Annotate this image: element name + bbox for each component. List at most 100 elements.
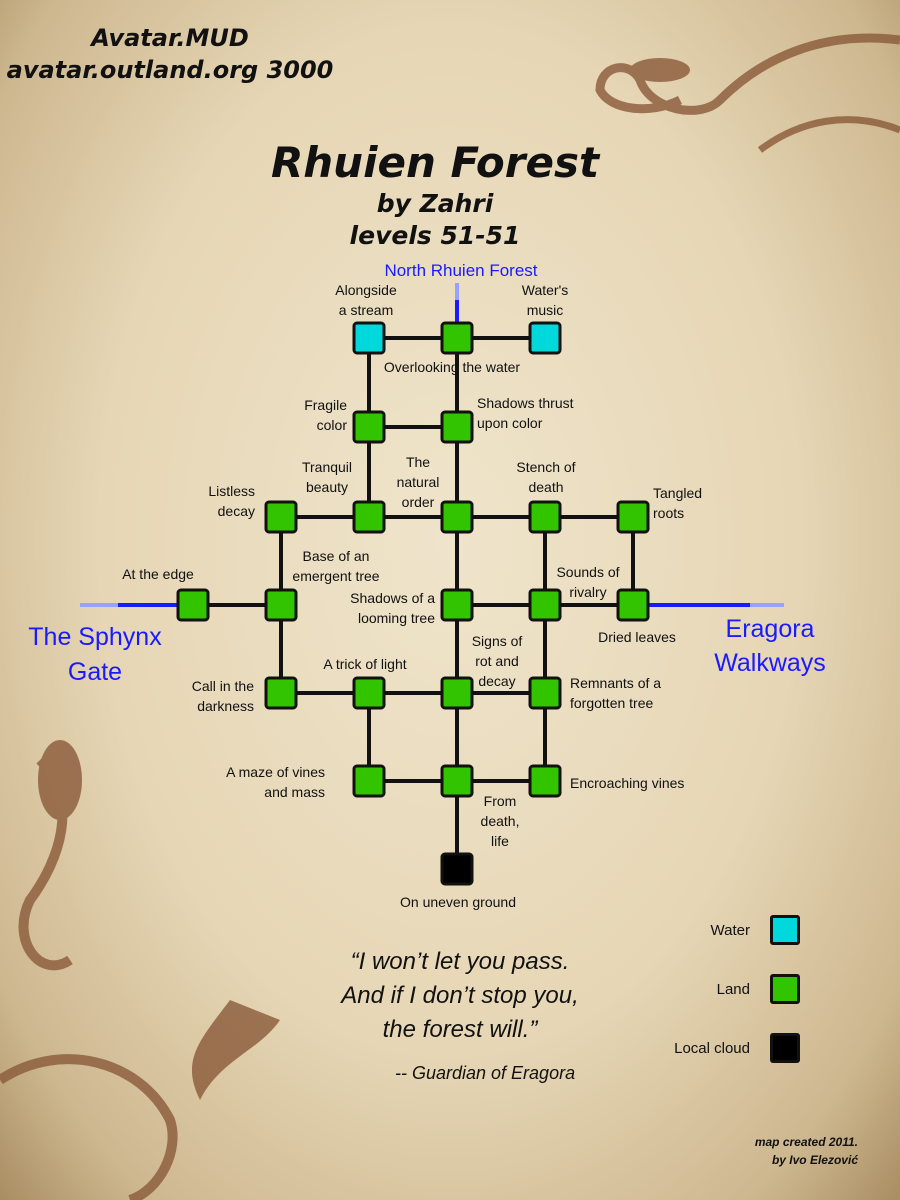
room-land-tile[interactable]: [528, 676, 562, 710]
room-land-tile[interactable]: [440, 321, 474, 355]
room-land-tile[interactable]: [440, 676, 474, 710]
quote-line: “I won’t let you pass.: [350, 948, 570, 975]
credit-line: by Ivo Elezović: [771, 1153, 858, 1167]
room[interactable]: Overlooking the water: [384, 321, 521, 375]
room-label: Dried leaves: [598, 629, 676, 645]
legend-local-cloud-swatch: [770, 1033, 800, 1063]
room[interactable]: A trick of light: [323, 656, 407, 710]
room-water-tile[interactable]: [528, 321, 562, 355]
map-title-block: Rhuien Forest by Zahri levels 51-51: [250, 138, 620, 252]
room-land-tile[interactable]: [352, 764, 386, 798]
room[interactable]: At the edge: [122, 566, 210, 622]
room-label: Encroaching vines: [570, 775, 684, 791]
room[interactable]: Encroaching vines: [528, 764, 684, 798]
room-water-tile[interactable]: [352, 321, 386, 355]
room-land-tile[interactable]: [352, 500, 386, 534]
room-land-tile[interactable]: [616, 500, 650, 534]
mud-address: avatar.outland.org 3000: [6, 56, 334, 84]
legend-land: Land: [640, 971, 800, 1007]
quote-line: And if I don’t stop you,: [341, 982, 579, 1009]
legend-land-label: Land: [716, 980, 750, 998]
legend-water-swatch: [770, 915, 800, 945]
room-land-tile[interactable]: [264, 588, 298, 622]
ornament-bottom-left: [0, 740, 280, 1200]
quote-line: the forest will.”: [382, 1016, 538, 1043]
room-land-tile[interactable]: [352, 410, 386, 444]
legend-water-label: Water: [710, 921, 750, 939]
map-credit: map created 2011. by Ivo Elezović: [755, 1133, 858, 1169]
room-label: On uneven ground: [400, 894, 516, 910]
room-land-tile[interactable]: [440, 410, 474, 444]
credit-line: map created 2011.: [754, 1135, 858, 1149]
room-label: At the edge: [122, 566, 194, 582]
exit-north-label[interactable]: North Rhuien Forest: [384, 261, 537, 280]
room-land-tile[interactable]: [528, 588, 562, 622]
room[interactable]: Dried leaves: [598, 588, 676, 645]
legend-land-swatch: [770, 974, 800, 1004]
exit-east-label-line2: Walkways: [714, 649, 826, 677]
room-land-tile[interactable]: [616, 588, 650, 622]
room-land-tile[interactable]: [528, 764, 562, 798]
quote-attribution: -- Guardian of Eragora: [395, 1063, 576, 1083]
mud-header: Avatar.MUD avatar.outland.org 3000: [0, 22, 340, 86]
room-local-cloud-tile[interactable]: [440, 852, 474, 886]
room-land-tile[interactable]: [440, 588, 474, 622]
room-land-tile[interactable]: [440, 764, 474, 798]
room-land-tile[interactable]: [264, 500, 298, 534]
quote: “I won’t let you pass. And if I don’t st…: [290, 945, 630, 1047]
ornament-top-right: [595, 33, 900, 153]
exit-west-label-line2: Gate: [68, 658, 122, 686]
room-land-tile[interactable]: [176, 588, 210, 622]
legend-local-cloud: Local cloud: [640, 1030, 800, 1066]
area-levels: levels 51-51: [349, 221, 521, 250]
area-author: by Zahri: [376, 189, 494, 218]
area-title: Rhuien Forest: [270, 138, 600, 187]
exit-east-label[interactable]: Eragora Walkways: [714, 615, 826, 677]
legend-local-cloud-label: Local cloud: [674, 1039, 750, 1057]
room-label: Overlooking the water: [384, 359, 521, 375]
room-label: A trick of light: [323, 656, 406, 672]
room-land-tile[interactable]: [440, 500, 474, 534]
room[interactable]: On uneven ground: [400, 852, 516, 910]
legend-water: Water: [640, 912, 800, 948]
exit-west-label-line1: The Sphynx: [28, 623, 162, 651]
room-land-tile[interactable]: [528, 500, 562, 534]
room-land-tile[interactable]: [352, 676, 386, 710]
room-land-tile[interactable]: [264, 676, 298, 710]
exit-west-label[interactable]: The Sphynx Gate: [28, 623, 162, 686]
